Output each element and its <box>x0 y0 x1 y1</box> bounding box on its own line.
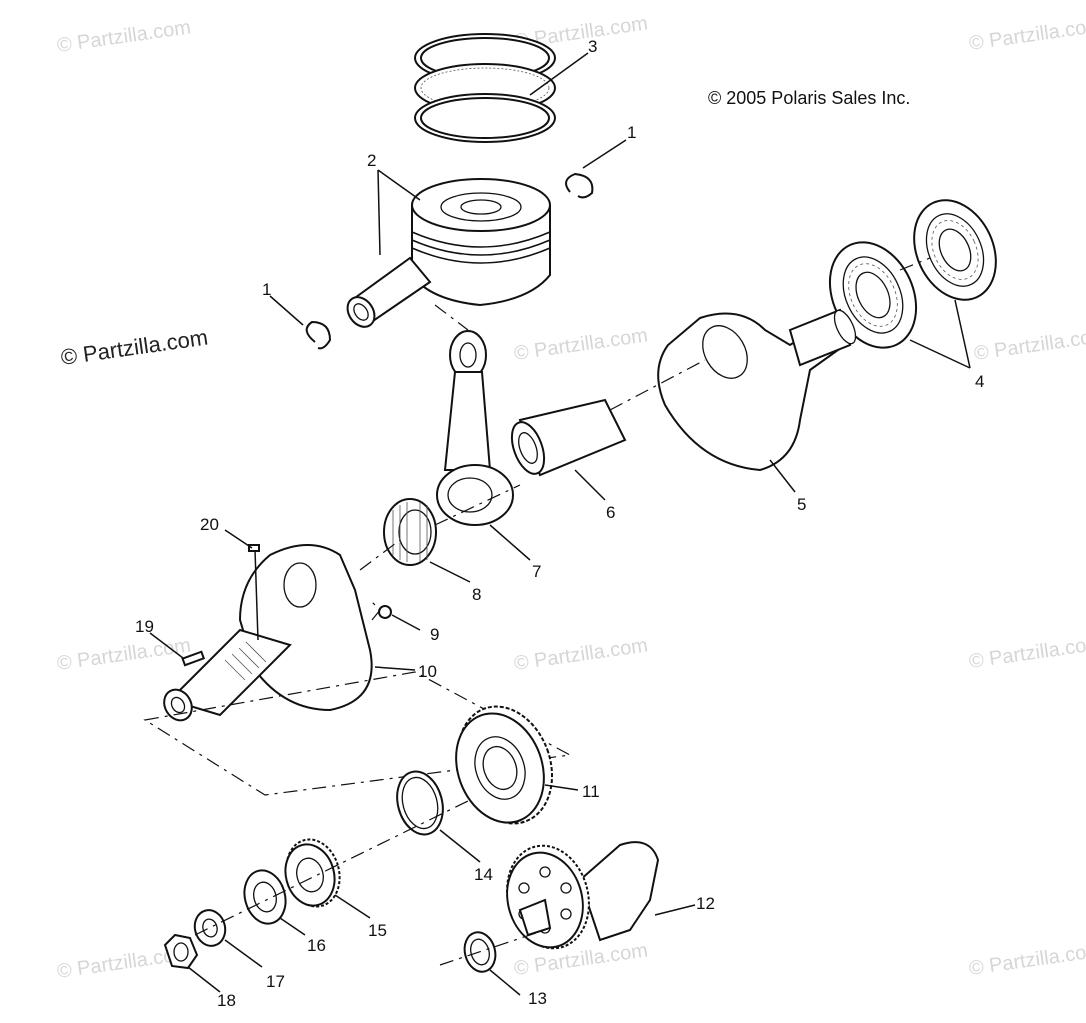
circlip-part <box>305 320 332 350</box>
sprocket-gear-part <box>284 838 341 908</box>
callout-7: 7 <box>532 562 541 581</box>
woodruff-key-part <box>181 650 206 667</box>
watermark-text: © Partzilla.com <box>56 634 193 675</box>
watermark-layer: © Partzilla.com © Partzilla.com © Partzi… <box>56 12 1086 983</box>
leader-lines <box>149 52 971 996</box>
hex-nut-part <box>163 933 199 970</box>
copyright-notice: © 2005 Polaris Sales Inc. <box>708 88 910 108</box>
nut-collar-part <box>243 869 287 925</box>
callout-19: 19 <box>135 617 154 636</box>
dowel-pin-part <box>248 544 260 552</box>
crank-pin-part <box>510 398 627 477</box>
washer-part <box>193 909 227 947</box>
assembly-boundary <box>143 671 572 796</box>
callout-1: 1 <box>262 280 271 299</box>
callout-labels: 3 1 2 1 4 5 6 7 8 9 10 11 12 13 14 15 16… <box>135 37 984 1010</box>
callout-18: 18 <box>217 991 236 1010</box>
balance-shaft-part <box>506 841 660 950</box>
watermark-text: © Partzilla.com <box>513 324 650 365</box>
callout-3: 3 <box>588 37 597 56</box>
watermark-text-dark: © Partzilla.com <box>59 325 209 370</box>
callout-17: 17 <box>266 972 285 991</box>
watermark-text: © Partzilla.com <box>513 939 650 980</box>
centerlines <box>194 257 931 966</box>
callout-12: 12 <box>696 894 715 913</box>
drive-gear-part <box>455 705 554 825</box>
circlip-part <box>565 172 594 199</box>
crankshaft-part <box>163 544 373 722</box>
callout-8: 8 <box>472 585 481 604</box>
bearing-part <box>913 199 997 301</box>
callout-9: 9 <box>430 625 439 644</box>
watermark-text: © Partzilla.com <box>968 14 1086 55</box>
piston-pin-part <box>346 256 432 328</box>
needle-bearing-part <box>383 498 437 566</box>
ball-part <box>378 605 392 619</box>
crankshaft-half-part <box>657 308 857 472</box>
callout-4: 4 <box>975 372 984 391</box>
callout-1: 1 <box>627 123 636 142</box>
callout-10: 10 <box>418 662 437 681</box>
callout-20: 20 <box>200 515 219 534</box>
callout-2: 2 <box>367 151 376 170</box>
watermark-text: © Partzilla.com <box>968 632 1086 673</box>
watermark-text: © Partzilla.com <box>968 939 1086 980</box>
callout-11: 11 <box>582 782 600 801</box>
watermark-text: © Partzilla.com <box>513 634 650 675</box>
callout-6: 6 <box>606 503 615 522</box>
callout-15: 15 <box>368 921 387 940</box>
callout-14: 14 <box>474 865 493 884</box>
watermark-text: © Partzilla.com <box>973 324 1086 365</box>
callout-16: 16 <box>307 936 326 955</box>
bearing-part <box>828 241 918 349</box>
piston-part <box>411 178 551 307</box>
callout-5: 5 <box>797 495 806 514</box>
piston-rings-part <box>414 33 556 143</box>
callout-13: 13 <box>528 989 547 1008</box>
connecting-rod-part <box>436 330 514 526</box>
watermark-text: © Partzilla.com <box>56 16 193 57</box>
